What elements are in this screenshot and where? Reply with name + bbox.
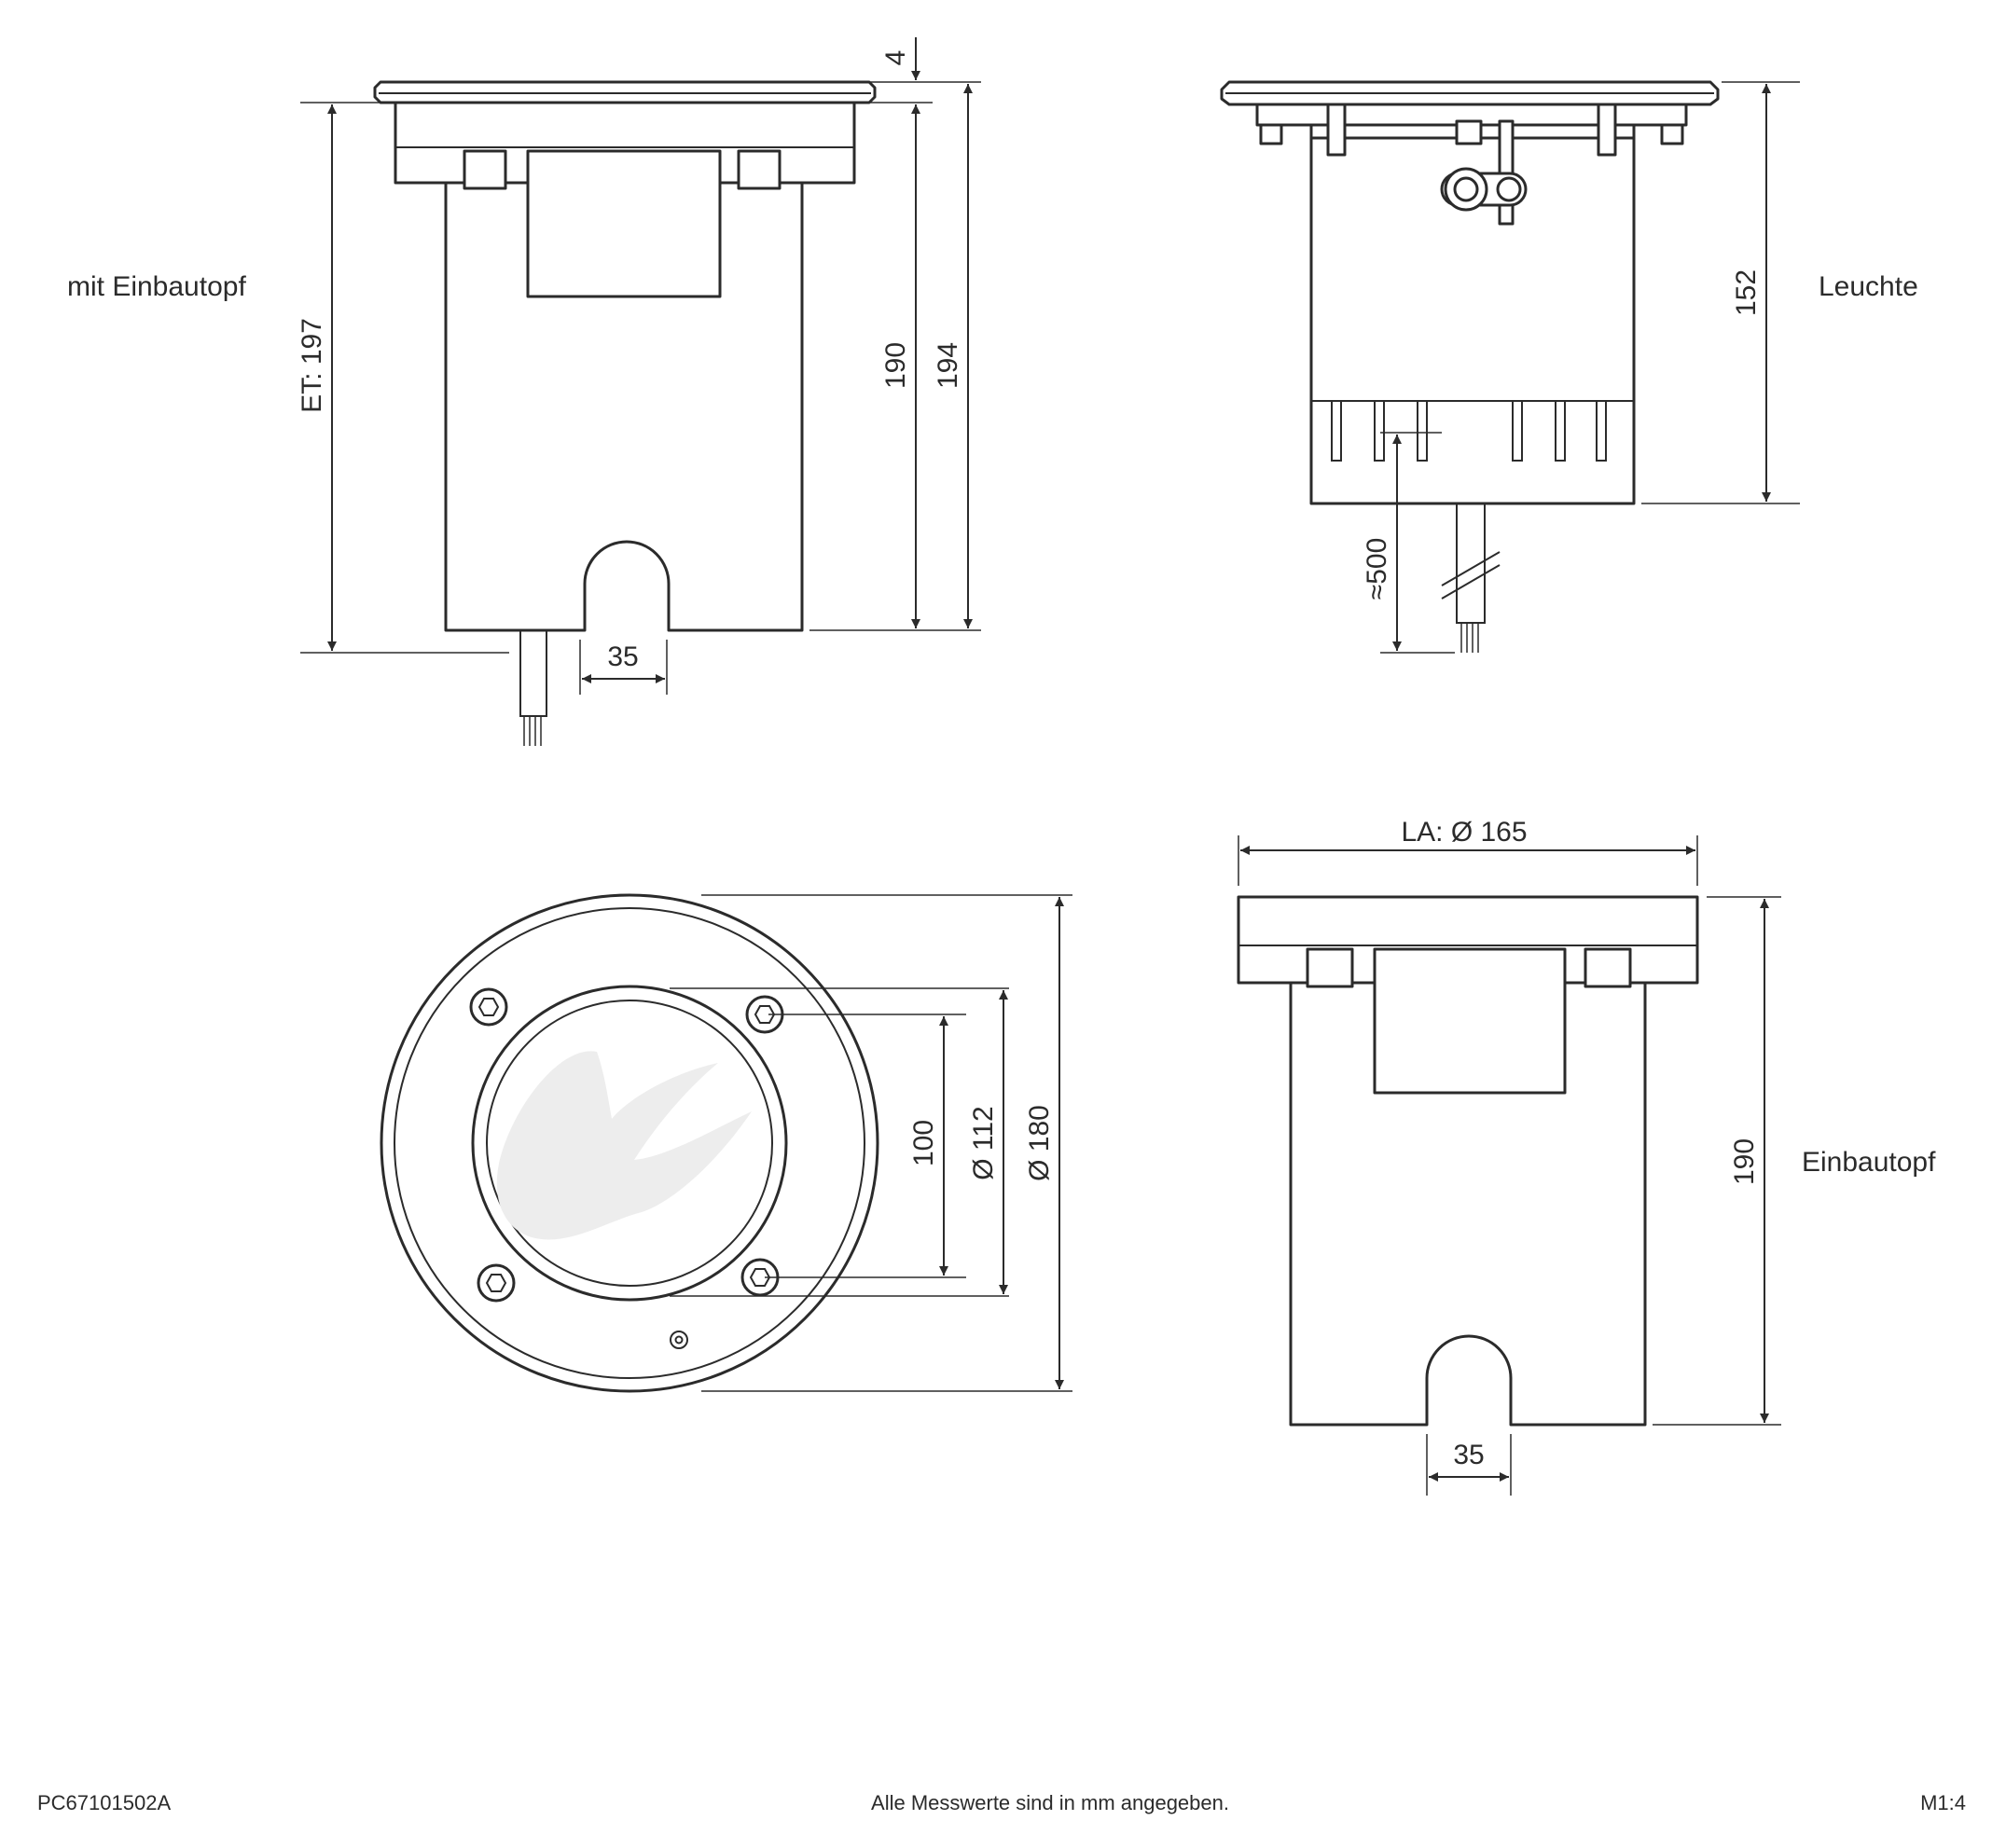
dim-lamp-height: 152	[1731, 269, 1762, 316]
dim-total-height: 194	[933, 342, 963, 389]
flange-ring-inner	[394, 907, 865, 1379]
label-leuchte: Leuchte	[1819, 271, 1918, 302]
view-lamp: 152 ≈500	[1220, 80, 1800, 654]
dim-screw-spacing: 100	[908, 1120, 939, 1166]
dim-glass-diameter: Ø 112	[968, 1106, 999, 1180]
dim-slot-width-front: 35	[607, 641, 638, 672]
screw-bottom-right	[740, 1258, 780, 1297]
label-einbautopf: Einbautopf	[1802, 1147, 1936, 1178]
dim-install-depth: ET: 197	[297, 318, 327, 413]
cable	[519, 629, 547, 746]
dim-flange-thickness: 4	[880, 50, 911, 66]
footer-note: Alle Messwerte sind in mm angegeben.	[871, 1791, 1229, 1814]
footer-scale: M1:4	[1920, 1791, 1966, 1814]
view-front-with-pot: ET: 197 190 194 4 35	[297, 37, 981, 746]
footer-article-number: PC67101502A	[37, 1791, 171, 1814]
connector-knob	[1440, 167, 1528, 212]
label-mit-einbautopf: mit Einbautopf	[67, 271, 246, 302]
dim-slot-width-side: 35	[1453, 1440, 1484, 1470]
view-top: 100 Ø 112 Ø 180	[380, 893, 1072, 1393]
watermark	[496, 1051, 752, 1240]
dim-flange-diameter: Ø 180	[1024, 1105, 1055, 1181]
connector-box-side	[1373, 947, 1567, 1095]
dim-pot-height-side: 190	[1729, 1138, 1760, 1185]
view-installation-pot: LA: Ø 165 190 35	[1237, 817, 1781, 1496]
cooling-fins	[1331, 400, 1607, 462]
vent-valve	[670, 1331, 688, 1349]
screw-top-left	[469, 987, 508, 1027]
screw-bottom-left	[477, 1263, 516, 1303]
dim-cable-length: ≈500	[1362, 538, 1392, 600]
dim-pot-diameter: LA: Ø 165	[1401, 817, 1527, 848]
connector-box	[526, 149, 722, 298]
dim-pot-height-front: 190	[880, 342, 911, 389]
